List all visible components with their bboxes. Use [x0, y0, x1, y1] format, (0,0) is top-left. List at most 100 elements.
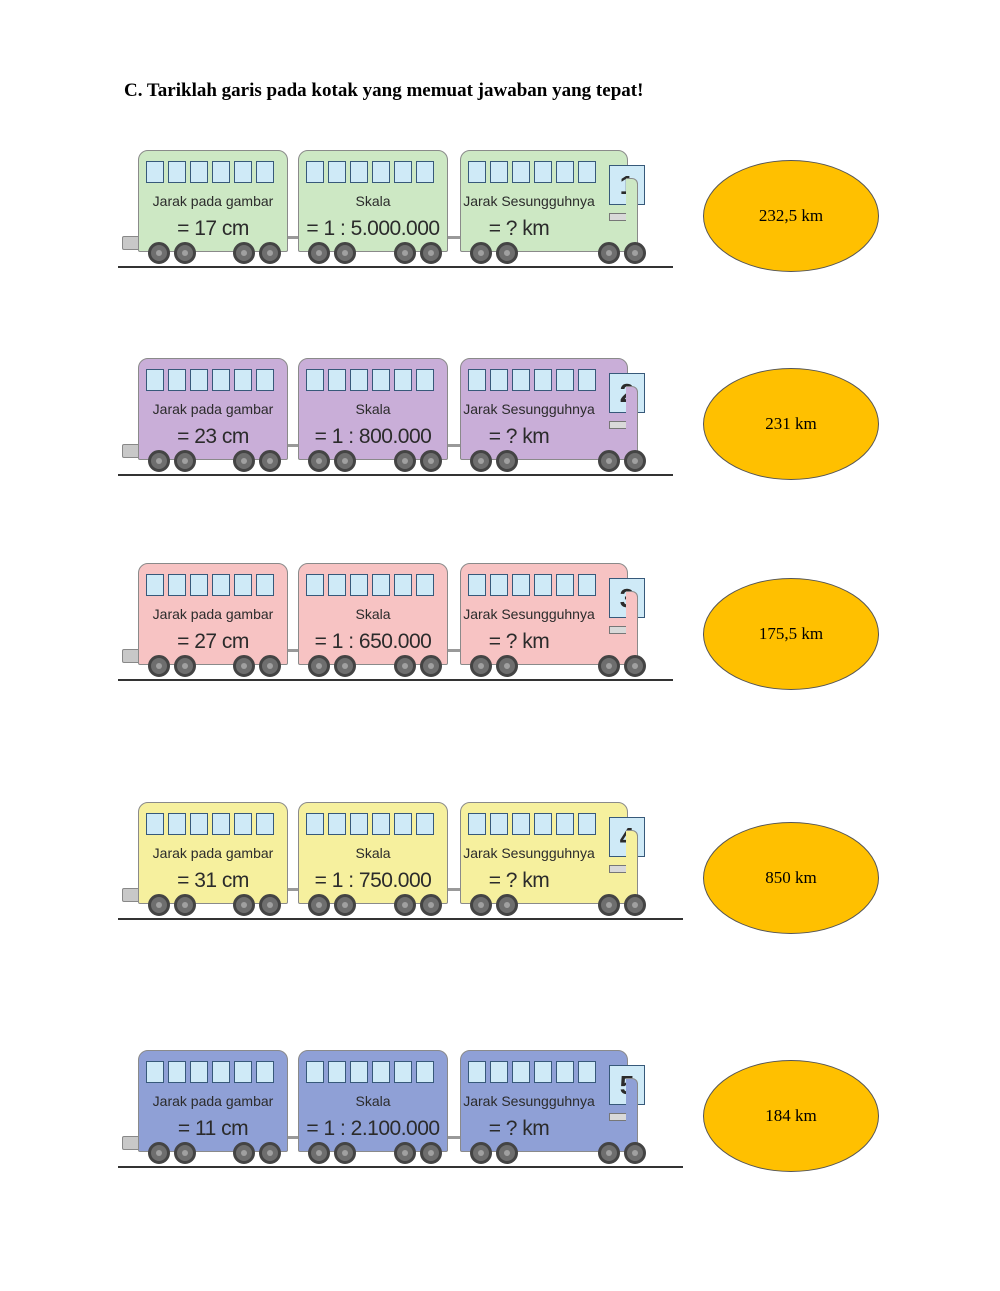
wheel-icon — [394, 242, 416, 264]
car-label: Jarak pada gambar — [152, 193, 274, 209]
wheel-icon — [233, 450, 255, 472]
window-icon — [578, 813, 596, 835]
car-label: Skala — [355, 845, 391, 861]
window-icon — [256, 574, 274, 596]
window-icon — [490, 369, 508, 391]
wheel-icon — [394, 655, 416, 677]
coupler — [288, 444, 298, 447]
window-icon — [372, 369, 390, 391]
wheel-icon — [470, 1142, 492, 1164]
window-icon — [578, 1061, 596, 1083]
car-value: = 1 : 2.100.000 — [306, 1117, 440, 1140]
car-value: = 23 cm — [177, 425, 249, 448]
window-icon — [212, 369, 230, 391]
window-icon — [328, 1061, 346, 1083]
window-icon — [578, 369, 596, 391]
wheel-icon — [308, 242, 330, 264]
window-icon — [146, 369, 164, 391]
window-icon — [328, 161, 346, 183]
window-icon — [416, 1061, 434, 1083]
coupler — [448, 1136, 460, 1139]
window-icon — [306, 161, 324, 183]
window-icon — [416, 574, 434, 596]
window-icon — [534, 813, 552, 835]
window-icon — [556, 813, 574, 835]
wheel-icon — [496, 450, 518, 472]
car-value: = ? km — [488, 1117, 550, 1140]
train-car-2: Skala = 1 : 650.000 — [298, 563, 448, 665]
rail-track — [118, 679, 673, 681]
coupler — [288, 888, 298, 891]
car-value: = ? km — [488, 425, 550, 448]
locomotive-nose — [626, 830, 638, 904]
window-icon — [372, 574, 390, 596]
window-icon — [234, 369, 252, 391]
wheel-icon — [148, 450, 170, 472]
window-icon — [168, 1061, 186, 1083]
car-label: Skala — [355, 606, 391, 622]
window-icon — [534, 369, 552, 391]
window-icon — [394, 813, 412, 835]
wheel-icon — [148, 655, 170, 677]
wheel-icon — [420, 655, 442, 677]
train-car-3: Jarak Sesungguhnya= ? km1 — [460, 150, 645, 252]
window-row — [468, 813, 596, 835]
window-icon — [234, 574, 252, 596]
window-icon — [578, 574, 596, 596]
car-label: Jarak Sesungguhnya — [463, 606, 595, 622]
window-icon — [168, 574, 186, 596]
window-row — [306, 369, 434, 391]
wheel-icon — [598, 450, 620, 472]
answer-oval-1[interactable]: 232,5 km — [703, 160, 879, 272]
locomotive-nose — [626, 591, 638, 665]
wheel-icon — [233, 655, 255, 677]
window-icon — [234, 813, 252, 835]
train-car-1: Jarak pada gambar= 27 cm — [138, 563, 288, 665]
coupler — [288, 236, 298, 239]
car-value: = 27 cm — [177, 630, 249, 653]
window-row — [146, 1061, 274, 1083]
wheel-icon — [598, 894, 620, 916]
wheel-icon — [394, 450, 416, 472]
answer-oval-4[interactable]: 850 km — [703, 822, 879, 934]
window-icon — [146, 813, 164, 835]
coupler — [448, 444, 460, 447]
window-icon — [468, 574, 486, 596]
wheel-icon — [420, 894, 442, 916]
car-value: = 1 : 650.000 — [314, 630, 432, 653]
window-icon — [306, 574, 324, 596]
wheel-icon — [148, 1142, 170, 1164]
train-car-2: Skala= 1 : 2.100.000 — [298, 1050, 448, 1152]
car-label: Skala — [355, 193, 391, 209]
car-value: = ? km — [488, 217, 550, 240]
window-icon — [256, 161, 274, 183]
window-row — [306, 1061, 434, 1083]
train-3: Jarak pada gambar= 27 cm Skala = 1 : 650.0… — [0, 563, 700, 703]
wheel-icon — [496, 655, 518, 677]
answer-oval-3[interactable]: 175,5 km — [703, 578, 879, 690]
window-icon — [372, 1061, 390, 1083]
wheel-icon — [470, 894, 492, 916]
car-value: = 1 : 750.000 — [314, 869, 432, 892]
wheel-icon — [308, 450, 330, 472]
window-icon — [350, 161, 368, 183]
car-value: = 1 : 800.000 — [314, 425, 432, 448]
wheel-icon — [334, 1142, 356, 1164]
answer-oval-2[interactable]: 231 km — [703, 368, 879, 480]
wheel-icon — [174, 894, 196, 916]
train-car-3: Jarak Sesungguhnya= ? km3 — [460, 563, 645, 665]
car-value: = ? km — [488, 630, 550, 653]
wheel-icon — [259, 894, 281, 916]
window-icon — [190, 813, 208, 835]
window-icon — [256, 1061, 274, 1083]
train-car-1: Jarak pada gambar= 17 cm — [138, 150, 288, 252]
window-icon — [556, 369, 574, 391]
window-icon — [490, 813, 508, 835]
wheel-icon — [496, 1142, 518, 1164]
answer-oval-5[interactable]: 184 km — [703, 1060, 879, 1172]
wheel-icon — [496, 894, 518, 916]
window-icon — [350, 813, 368, 835]
wheel-icon — [420, 450, 442, 472]
window-icon — [350, 369, 368, 391]
